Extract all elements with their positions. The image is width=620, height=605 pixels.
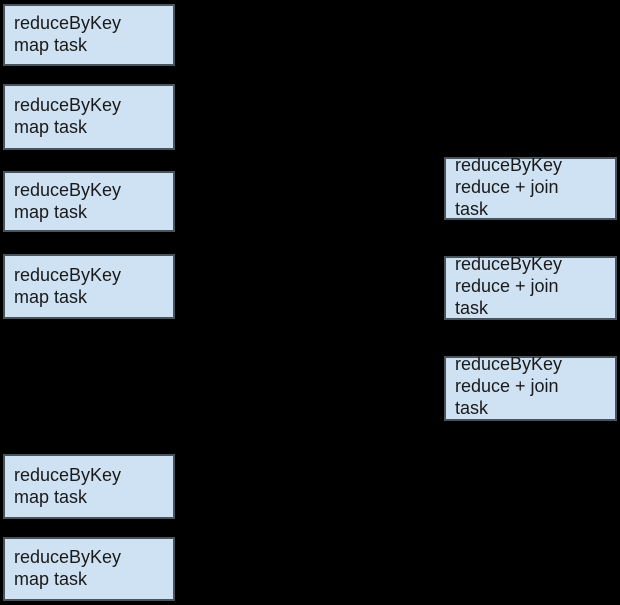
task-label-line: task (455, 298, 489, 318)
map-task-label: reduceByKey map task (5, 173, 173, 223)
map-task-label: reduceByKey map task (5, 6, 173, 56)
map-task-box-4: reduceByKey map task (3, 254, 175, 319)
task-label-line: reduceByKey (455, 254, 563, 274)
task-label-line: reduceByKey (14, 13, 122, 33)
task-label-line: map task (14, 35, 88, 55)
task-label-line: map task (14, 117, 88, 137)
task-label-line: reduce + join (455, 376, 559, 396)
map-task-box-2: reduceByKey map task (3, 84, 175, 150)
task-label-line: reduceByKey (455, 354, 563, 374)
task-label-line: reduce + join (455, 276, 559, 296)
task-label-line: reduceByKey (14, 95, 122, 115)
map-task-box-1: reduceByKey map task (3, 4, 175, 66)
task-label-line: reduce + join (455, 177, 559, 197)
map-task-label: reduceByKey map task (5, 256, 173, 308)
reduce-join-task-label: reduceByKey reduce + join task (446, 353, 615, 419)
reduce-join-task-box-3: reduceByKey reduce + join task (444, 353, 617, 421)
task-label-line: map task (14, 569, 88, 589)
task-label-line: map task (14, 487, 88, 507)
map-task-box-3: reduceByKey map task (3, 171, 175, 232)
task-label-line: reduceByKey (455, 155, 563, 175)
task-label-line: map task (14, 202, 88, 222)
task-label-line: reduceByKey (14, 180, 122, 200)
reduce-join-task-label: reduceByKey reduce + join task (446, 154, 615, 220)
task-label-line: task (455, 398, 489, 418)
task-label-line: reduceByKey (14, 265, 122, 285)
task-label-line: reduceByKey (14, 547, 122, 567)
map-task-label: reduceByKey map task (5, 539, 173, 590)
task-label-line: reduceByKey (14, 465, 122, 485)
task-label-line: task (455, 199, 489, 219)
task-label-line: map task (14, 287, 88, 307)
reduce-join-task-box-2: reduceByKey reduce + join task (444, 253, 617, 320)
map-task-label: reduceByKey map task (5, 456, 173, 508)
map-task-box-5: reduceByKey map task (3, 454, 175, 519)
reduce-join-task-box-1: reduceByKey reduce + join task (444, 154, 617, 220)
map-task-box-6: reduceByKey map task (3, 537, 175, 601)
reduce-join-task-label: reduceByKey reduce + join task (446, 253, 615, 319)
map-task-label: reduceByKey map task (5, 86, 173, 138)
